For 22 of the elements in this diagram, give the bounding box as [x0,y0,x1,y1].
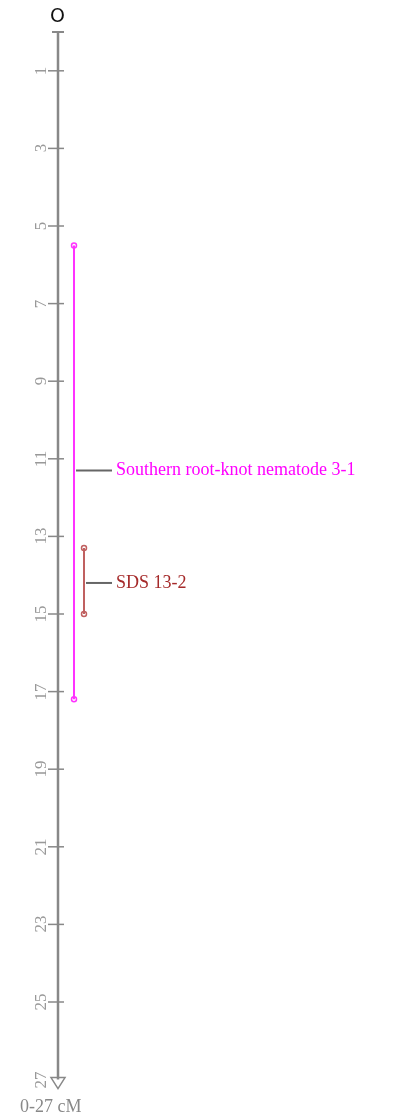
qtl-interval-bar [70,242,78,703]
tick-label: 9 [31,376,49,386]
qtl-interval-bar [80,544,88,618]
tick-label: 13 [31,527,49,545]
tick-label: 11 [31,450,49,467]
tick-label: 23 [31,915,49,933]
tick-label: 17 [31,683,49,701]
leader-line [85,581,113,584]
tick-label: 19 [31,760,49,778]
tick-label: 7 [31,299,49,308]
chromosome-name: O [50,6,65,25]
qtl-label: SDS 13-2 [116,572,187,591]
tick-label: 5 [31,221,49,231]
qtl-label: Southern root-knot nematode 3-1 [116,460,356,479]
tick-label: 25 [31,993,49,1011]
tick-label: 21 [31,838,49,856]
tick-label: 3 [31,144,49,153]
scale-label: 0-27 cM [20,1097,82,1115]
tick-label: 15 [31,605,49,623]
tick-label: 27 [31,1071,49,1089]
tick-label: 1 [31,66,49,76]
leader-line [75,469,113,472]
